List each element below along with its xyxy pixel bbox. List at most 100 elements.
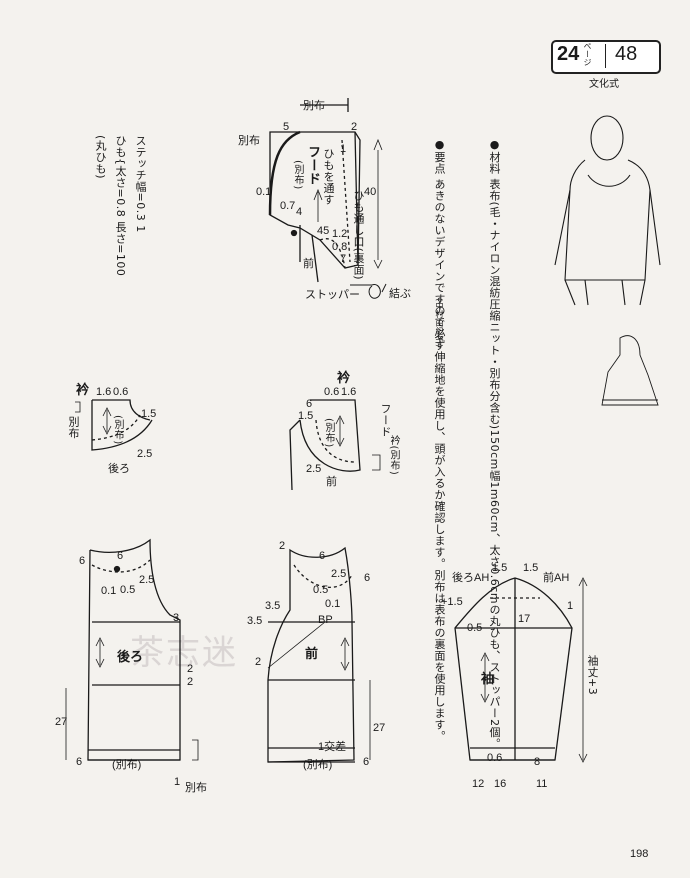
back-body-n2a: 2 (187, 663, 194, 675)
front-body-name: 前 (305, 646, 319, 661)
back-body-bessnu: 別布 (185, 782, 207, 794)
back-body-hem: (別布) (112, 759, 142, 771)
back-collar-bessnu-inner: (別布) (112, 415, 123, 445)
front-body-bp: BP (318, 614, 333, 626)
front-body-pattern (267, 546, 371, 763)
sleeve-front-ah: 前AH (543, 572, 570, 584)
hood-cord-through: ひもを通す (322, 148, 335, 206)
hood-n40: 40 (364, 186, 377, 198)
front-body-hem: (別布) (303, 759, 333, 771)
badge-divider (605, 44, 606, 68)
model-illustration (554, 115, 661, 306)
cord-type-note: (丸ひも) (94, 135, 107, 180)
back-body-n25: 2.5 (139, 574, 155, 586)
hood-bessnu-left: 別布 (238, 135, 260, 147)
page-number-footer: 198 (630, 848, 649, 860)
front-body-n35a: 3.5 (265, 600, 281, 612)
badge-page-unit: ページ (583, 42, 592, 66)
back-collar-back: 後ろ (108, 463, 130, 475)
back-body-n6c: 6 (76, 756, 83, 768)
front-collar-n6: 6 (306, 398, 313, 410)
sleeve-n8: 8 (534, 756, 541, 768)
back-view-sketch (601, 335, 659, 406)
sleeve-n15a: 1.5 (492, 562, 508, 574)
badge-page-number: 24 (557, 43, 580, 65)
back-body-n6a: 6 (79, 555, 86, 567)
sleeve-length: 袖丈+3 (586, 655, 599, 696)
back-body-name: 後ろ (117, 649, 144, 664)
front-collar-bessnu-inner: (別布) (323, 418, 334, 448)
back-collar-n15: 1.5 (141, 408, 157, 420)
front-body-n35b: 3.5 (247, 615, 263, 627)
hood-stopper: ストッパー (305, 289, 360, 301)
back-body-n1: 1 (174, 776, 181, 788)
front-collar-n06: 0.6 (324, 386, 340, 398)
back-collar-n16: 1.6 (96, 386, 112, 398)
hood-cord-hole: ひも通し口(裏面) (352, 190, 365, 281)
hood-n12: 1.2 (332, 228, 348, 240)
sleeve-n17: 17 (518, 613, 531, 625)
front-collar-n25: 2.5 (306, 463, 322, 475)
sleeve-n05: 0.5 (467, 622, 483, 634)
back-collar-n25: 2.5 (137, 448, 153, 460)
front-collar-hood: フード (379, 403, 392, 438)
front-body-n01: 0.1 (325, 598, 341, 610)
back-body-n2b: 2 (187, 676, 194, 688)
hood-n2: 2 (351, 121, 358, 133)
sleeve-n15c: +1.5 (441, 596, 463, 608)
sleeve-back-ah: 後ろAH (452, 572, 490, 584)
back-collar-title: 衿 (76, 382, 90, 397)
front-collar-front: 前 (326, 476, 337, 488)
front-body-n27: 27 (373, 722, 386, 734)
hood-n1: 1 (340, 143, 347, 155)
back-body-n3: 3 (173, 612, 180, 624)
back-collar-pattern (75, 399, 153, 451)
sleeve-n1: 1 (567, 600, 574, 612)
hood-pattern (268, 98, 387, 299)
front-collar-n16: 1.6 (341, 386, 357, 398)
sleeve-n12: 12 (472, 778, 485, 790)
front-body-n6c: 6 (363, 756, 370, 768)
hood-n01: 0.1 (256, 186, 272, 198)
sleeve-pattern (454, 577, 588, 763)
sleeve-n11: 11 (536, 778, 548, 790)
badge-item-number: 48 (615, 43, 638, 65)
hood-n07: 0.7 (280, 200, 296, 212)
hood-name: フード (305, 145, 320, 186)
back-body-n01: 0.1 (101, 585, 117, 597)
hood-tie: 結ぶ (389, 288, 411, 300)
front-collar-collar-bessnu: 衿(別布) (388, 435, 399, 476)
hood-n08: 0.8 (332, 241, 348, 253)
front-collar-n15: 1.5 (298, 410, 314, 422)
front-body-n6a: 6 (319, 550, 326, 562)
sleeve-name: 袖 (481, 671, 495, 686)
hood-n45: 45 (317, 225, 330, 237)
back-body-n6b: 6 (117, 550, 124, 562)
sleeve-n15b: 1.5 (523, 562, 539, 574)
author-text: (中村由紀子) (435, 298, 444, 348)
back-body-pattern (65, 538, 199, 761)
badge-method: 文化式 (589, 79, 619, 90)
hood-n4: 4 (296, 206, 303, 218)
hood-bessnu-top: 別布 (303, 100, 325, 112)
front-body-n2c: 2 (255, 656, 262, 668)
front-collar-title: 衿 (337, 370, 351, 385)
front-collar-pattern (289, 399, 381, 491)
front-body-n25: 2.5 (331, 568, 347, 580)
sleeve-n16: 16 (494, 778, 507, 790)
page-badge: 24 ページ 48 文化式 (551, 40, 661, 90)
hood-bessnu-mark: (別布) (292, 160, 303, 190)
back-body-n27: 27 (55, 716, 68, 728)
back-collar-n06: 0.6 (113, 386, 129, 398)
front-body-n2: 2 (279, 540, 286, 552)
hood-n7: 7 (340, 253, 347, 265)
badge-box (551, 40, 661, 74)
back-collar-bessnu: 別布 (67, 416, 80, 439)
hood-front: 前 (303, 258, 314, 270)
back-body-n05: 0.5 (120, 584, 136, 596)
watermark: 茶志迷 (130, 633, 238, 673)
front-body-n05: 0.5 (313, 584, 329, 596)
hood-n5: 5 (283, 121, 290, 133)
front-body-cross: 1交差 (318, 741, 347, 753)
